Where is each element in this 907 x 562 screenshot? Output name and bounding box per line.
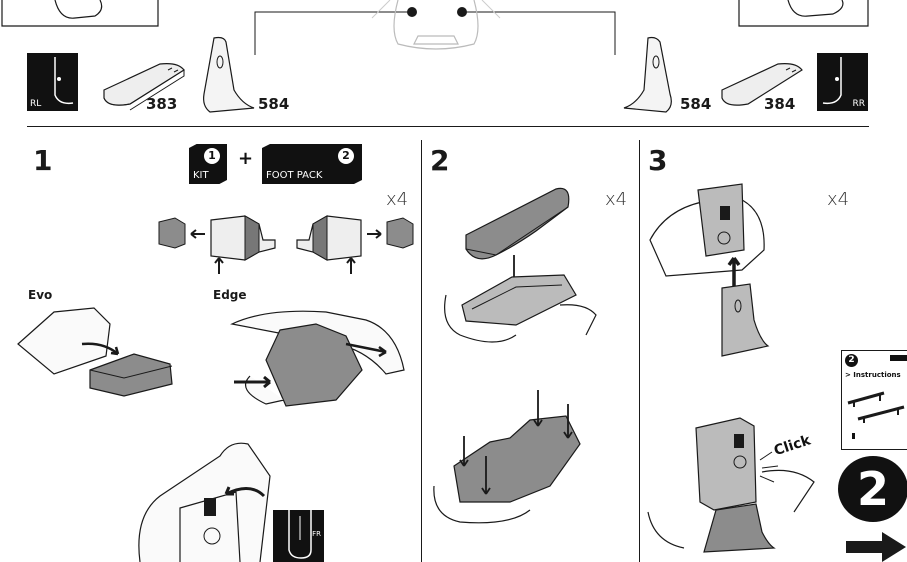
- right-arrow-icon[interactable]: [846, 532, 906, 562]
- step-2-number: 2: [430, 144, 450, 177]
- step-1-number: 1: [33, 144, 53, 177]
- rear-right-label: RR: [852, 99, 865, 109]
- rear-left-label: RL: [30, 99, 42, 109]
- kit-label: KIT: [193, 170, 209, 181]
- booklet-foot-mark: [852, 433, 855, 439]
- evo-label: Evo: [28, 288, 53, 302]
- foot-pack-number-badge: 2: [338, 148, 354, 164]
- horizontal-divider: [27, 126, 869, 127]
- edge-label: Edge: [213, 288, 247, 302]
- evo-foot-illustration: [17, 307, 173, 397]
- step-2-multiplier: x4: [605, 189, 628, 210]
- next-step-circle[interactable]: 2: [838, 456, 907, 522]
- foot-584-left-illustration: [203, 36, 255, 113]
- booklet-brand-mark: [890, 355, 907, 361]
- part-number-383: 383: [146, 95, 178, 113]
- kit-number-badge: 1: [204, 148, 220, 164]
- foot-pack-label: FOOT PACK: [266, 170, 323, 181]
- top-left-box: [1, 0, 159, 27]
- instructions-booklet[interactable]: 2 > Instructions: [841, 350, 907, 450]
- step-3-multiplier: x4: [827, 189, 850, 210]
- vertical-divider-1: [421, 140, 422, 562]
- pad-over-foot-illustration: [444, 187, 597, 343]
- foot-pack-box: 2 FOOT PACK: [262, 144, 362, 184]
- rear-left-tag: RL: [27, 53, 78, 111]
- part-number-584-left: 584: [258, 95, 290, 113]
- roof-mount-illustration: [138, 442, 271, 562]
- fr-label: FR: [312, 530, 321, 538]
- part-number-584-right: 584: [680, 95, 712, 113]
- plus-sign: +: [238, 148, 254, 169]
- part-number-384: 384: [764, 95, 796, 113]
- foot-disassembly-illustration: [158, 215, 414, 274]
- step-1-multiplier: x4: [386, 189, 409, 210]
- top-right-box: [738, 0, 869, 27]
- foot-outline-icon: [54, 57, 74, 105]
- pad-press-illustration: [433, 390, 581, 524]
- bracket-insert-illustration: [649, 183, 770, 357]
- pad-383-illustration: [103, 63, 185, 111]
- rear-right-tag: RR: [817, 53, 868, 111]
- booklet-instructions-label: > Instructions: [845, 371, 901, 379]
- bracket-click-illustration: [647, 417, 815, 553]
- foot-584-right-illustration: [623, 36, 672, 113]
- foot-outline-icon: [288, 510, 312, 559]
- pad-384-illustration: [721, 63, 803, 106]
- booklet-number-badge: 2: [845, 354, 858, 367]
- step-3-number: 3: [648, 144, 668, 177]
- kit-box: 1 KIT: [189, 144, 227, 184]
- car-rear-view: [254, 0, 616, 55]
- foot-outline-icon: [822, 57, 842, 105]
- edge-foot-illustration: [230, 310, 405, 407]
- vertical-divider-2: [639, 140, 640, 562]
- front-rail-tag: FR: [273, 510, 324, 562]
- roof-bars-icon: [847, 391, 905, 423]
